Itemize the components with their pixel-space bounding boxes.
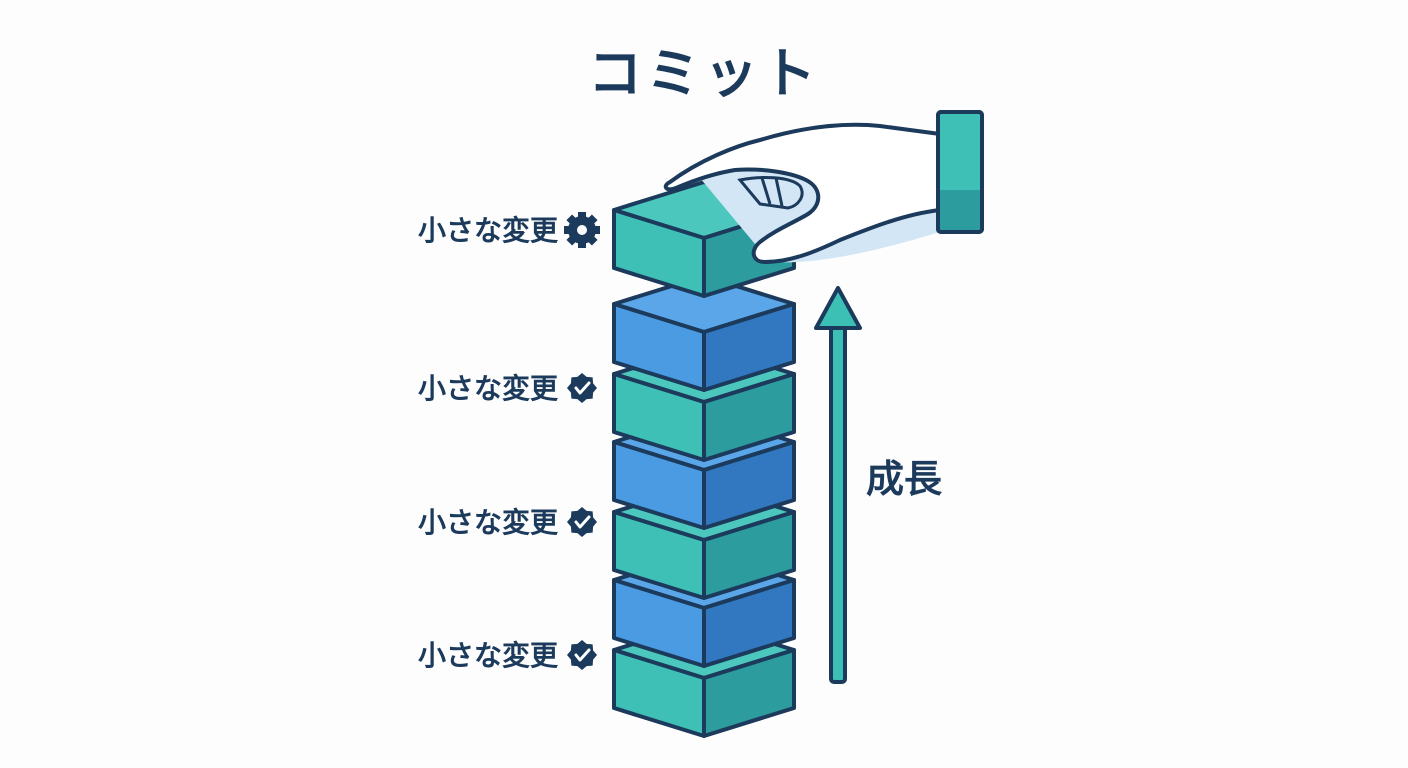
check-badge-icon bbox=[567, 507, 597, 537]
blue-commit-block bbox=[612, 274, 796, 392]
change-label: 小さな変更 bbox=[418, 506, 559, 539]
check-badge-icon bbox=[567, 640, 597, 670]
diagram-title: コミット bbox=[588, 42, 820, 105]
change-label: 小さな変更 bbox=[418, 214, 559, 247]
commit-block-stack bbox=[612, 180, 796, 738]
label-row-1: 小さな変更 bbox=[418, 212, 600, 248]
label-row-3: 小さな変更 bbox=[418, 506, 597, 539]
change-label: 小さな変更 bbox=[418, 372, 559, 405]
growth-label: 成長 bbox=[866, 457, 943, 501]
hand-illustration bbox=[663, 110, 984, 264]
label-row-2: 小さな変更 bbox=[418, 372, 597, 405]
growth-arrow bbox=[814, 286, 862, 684]
label-row-4: 小さな変更 bbox=[418, 639, 597, 672]
change-label: 小さな変更 bbox=[418, 639, 559, 672]
check-badge-icon bbox=[567, 373, 597, 403]
gear-icon bbox=[564, 212, 600, 248]
